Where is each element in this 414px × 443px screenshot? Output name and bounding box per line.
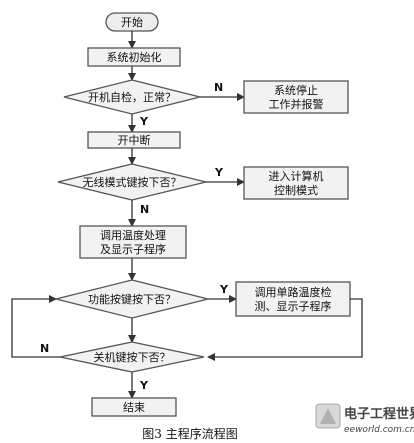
label-y-4: Y <box>139 379 149 392</box>
pc-mode-node: 进入计算机 控制模式 <box>243 166 349 200</box>
label-y-1: Y <box>139 115 149 128</box>
temp-node: 调用温度处理 及显示子程序 <box>79 225 187 259</box>
temp-label-line2: 及显示子程序 <box>100 242 166 256</box>
label-n-3: N <box>40 342 49 355</box>
open-int-node: 开中断 <box>87 131 181 149</box>
wireless-decision: 无线模式键按下否？ <box>57 163 207 201</box>
label-n-2: N <box>140 203 149 216</box>
single-temp-node: 调用单路温度检 测、显示子程序 <box>235 281 351 317</box>
init-node: 系统初始化 <box>87 47 181 67</box>
wireless-label: 无线模式键按下否？ <box>83 175 182 189</box>
watermark-emblem-mark <box>320 408 336 424</box>
watermark-logo: 电子工程世界 eeworld.com.cn <box>315 403 414 435</box>
single-temp-label-line1: 调用单路温度检 <box>255 285 332 299</box>
self-check-label: 开机自检，正常？ <box>88 90 176 104</box>
start-label: 开始 <box>121 15 143 29</box>
func-decision: 功能按键按下否？ <box>55 279 209 319</box>
label-y-2: Y <box>214 166 224 179</box>
stop-node: 系统停止 工作并报警 <box>243 80 349 114</box>
shutdown-decision: 关机键按下否？ <box>59 341 205 373</box>
figure-caption: 图3 主程序流程图 <box>142 426 237 441</box>
open-int-label: 开中断 <box>118 133 151 147</box>
pc-mode-label-line1: 进入计算机 <box>269 169 324 183</box>
label-n-1: N <box>214 81 223 94</box>
end-node: 结束 <box>91 397 177 417</box>
temp-label-line1: 调用温度处理 <box>100 228 166 242</box>
watermark-title: 电子工程世界 <box>344 406 414 422</box>
end-label: 结束 <box>123 401 145 414</box>
init-label: 系统初始化 <box>107 50 162 64</box>
watermark-url: eeworld.com.cn <box>344 425 414 435</box>
stop-label-line2: 工作并报警 <box>269 97 324 111</box>
single-temp-label-line2: 测、显示子程序 <box>255 299 332 313</box>
arrow-single-shutdown <box>207 298 363 361</box>
func-label: 功能按键按下否？ <box>88 292 176 306</box>
label-y-3: Y <box>219 283 229 296</box>
stop-label-line1: 系统停止 <box>274 83 318 97</box>
self-check-decision: 开机自检，正常？ <box>63 79 201 115</box>
pc-mode-label-line2: 控制模式 <box>274 183 318 197</box>
start-node: 开始 <box>105 12 159 32</box>
shutdown-label: 关机键按下否？ <box>94 350 171 364</box>
arrow-shutdown-loop <box>11 295 60 358</box>
